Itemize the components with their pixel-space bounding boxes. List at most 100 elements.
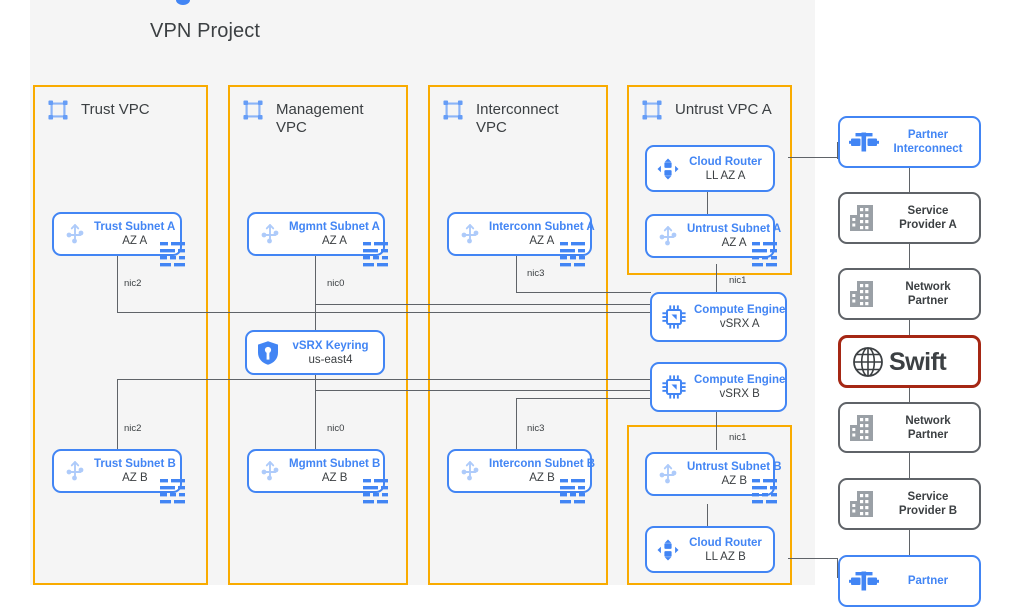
vpc-container-untrust-b[interactable] <box>627 425 792 585</box>
node-subtitle: Provider B <box>898 505 958 517</box>
node-subtitle: AZ B <box>721 475 748 487</box>
node-trust-subnet-a[interactable]: Trust Subnet A AZ A <box>52 212 182 256</box>
node-title: vSRX Keyring <box>292 339 369 352</box>
node-title: Service <box>907 205 949 217</box>
node-subtitle: Provider A <box>899 219 957 231</box>
node-interconn-subnet-b[interactable]: Interconn Subnet B AZ B <box>447 449 595 493</box>
node-network-partner-lower[interactable]: Network Partner <box>838 402 981 453</box>
connector-ext-6 <box>909 530 911 555</box>
node-subtitle: AZ A <box>529 235 555 247</box>
subnet-icon <box>656 462 680 486</box>
node-trust-subnet-b[interactable]: Trust Subnet B AZ B <box>52 449 182 493</box>
vpc-network-icon <box>442 99 464 121</box>
node-title: Mgmnt Subnet B <box>289 458 381 470</box>
node-title: Interconn Subnet A <box>489 221 595 233</box>
node-service-provider-a[interactable]: Service Provider A <box>838 192 981 244</box>
nic-label-mgmnt-b: nic0 <box>327 423 345 434</box>
node-untrust-subnet-b[interactable]: Untrust Subnet B AZ B <box>645 452 782 496</box>
node-subtitle: LL AZ B <box>705 550 746 563</box>
node-title: Partner <box>907 129 949 141</box>
vpc-header-untrust-a: Untrust VPC A <box>641 99 772 121</box>
node-compute-engine-vsrx-a[interactable]: Compute Engine vSRX A <box>650 292 787 342</box>
connector-mgmnt-b-nic0-vertical <box>315 390 317 449</box>
node-untrust-subnet-a[interactable]: Untrust Subnet A AZ A <box>645 214 781 258</box>
node-subtitle: AZ B <box>321 472 348 484</box>
page-title: VPN Project <box>150 20 261 42</box>
compute-engine-icon <box>661 374 687 400</box>
node-text: Trust Subnet A AZ A <box>94 220 175 248</box>
node-subtitle: AZ B <box>122 472 148 484</box>
subnet-icon <box>63 459 87 483</box>
node-subtitle: vSRX A <box>719 318 760 330</box>
nic-label-interconn-b: nic3 <box>527 423 545 434</box>
building-icon <box>849 204 879 232</box>
connector-ext-5 <box>909 453 911 478</box>
node-text: Partner Interconnect <box>886 128 970 156</box>
connector-trust-b-nic2-horizontal <box>117 379 651 381</box>
globe-icon <box>851 345 885 379</box>
node-title: Network <box>905 281 951 293</box>
node-text: vSRX Keyring us-east4 <box>287 339 374 367</box>
node-subtitle: vSRX B <box>719 388 760 400</box>
node-mgmnt-subnet-b[interactable]: Mgmnt Subnet B AZ B <box>247 449 385 493</box>
node-title: Partner <box>907 575 949 587</box>
connector-vsrx-b-nic1-vertical <box>716 412 718 450</box>
node-text: Service Provider B <box>886 490 970 518</box>
node-cloud-router-b[interactable]: Cloud Router LL AZ B <box>645 526 775 573</box>
node-text: Network Partner <box>886 280 970 308</box>
node-mgmnt-subnet-a[interactable]: Mgmnt Subnet A AZ A <box>247 212 385 256</box>
cloud-router-icon <box>656 538 680 562</box>
vpc-label-interconnect-line1: Interconnect <box>476 101 559 118</box>
connector-ext-3 <box>909 320 911 335</box>
node-title: Cloud Router <box>689 536 762 549</box>
node-text: Compute Engine vSRX A <box>694 303 785 331</box>
node-subtitle: Partner <box>907 295 949 307</box>
node-cloud-router-a[interactable]: Cloud Router LL AZ A <box>645 145 775 192</box>
node-vsrx-keyring[interactable]: vSRX Keyring us-east4 <box>245 330 385 375</box>
swift-label: Swift <box>889 347 947 376</box>
node-interconn-subnet-a[interactable]: Interconn Subnet A AZ A <box>447 212 595 256</box>
cloud-router-icon <box>656 157 680 181</box>
node-subtitle: Partner <box>907 428 949 441</box>
node-service-provider-b[interactable]: Service Provider B <box>838 478 981 530</box>
node-title: Cloud Router <box>689 155 762 168</box>
node-text: Cloud Router LL AZ A <box>687 155 764 183</box>
nic-label-trust-b: nic2 <box>124 423 142 434</box>
node-compute-engine-vsrx-b[interactable]: Compute Engine vSRX B <box>650 362 787 412</box>
node-title: Trust Subnet B <box>94 458 176 470</box>
key-management-icon <box>256 340 280 366</box>
subnet-icon <box>258 222 282 246</box>
top-marker-dot <box>176 0 190 5</box>
node-subtitle: us-east4 <box>308 353 353 366</box>
connector-ext-4 <box>909 388 911 402</box>
node-title: Service <box>907 491 949 503</box>
connector-interconn-a-nic3-horizontal <box>516 292 651 294</box>
node-partner-interconnect-b[interactable]: Partner <box>838 555 981 607</box>
vpc-container-untrust-a[interactable]: Untrust VPC A <box>627 85 792 275</box>
node-partner-interconnect-a[interactable]: Partner Interconnect <box>838 116 981 168</box>
vpc-container-trust[interactable]: Trust VPC <box>33 85 208 585</box>
subnet-icon <box>258 459 282 483</box>
node-text: Interconn Subnet A AZ A <box>489 220 595 248</box>
node-swift[interactable]: Swift <box>838 335 981 388</box>
connector-ext-2 <box>909 243 911 269</box>
node-title: Mgmnt Subnet A <box>289 221 380 233</box>
connector-router-b-to-partner-h <box>788 558 838 560</box>
connector-trust-b-nic2-vertical <box>117 379 119 449</box>
node-network-partner-upper[interactable]: Network Partner <box>838 268 981 320</box>
diagram-canvas: VPN Project Trust VPC <box>33 0 981 607</box>
vpc-label-untrust-a: Untrust VPC A <box>675 101 772 118</box>
connector-ext-1 <box>909 168 911 193</box>
node-subtitle: AZ B <box>529 472 555 484</box>
connector-keyring-up <box>315 304 317 330</box>
node-title: Untrust Subnet A <box>687 223 782 235</box>
node-text: Network Partner <box>886 414 970 442</box>
vpc-network-icon <box>641 99 663 121</box>
node-text: Interconn Subnet B AZ B <box>489 457 595 485</box>
node-text: Untrust Subnet B AZ B <box>687 460 782 488</box>
subnet-icon <box>458 459 482 483</box>
